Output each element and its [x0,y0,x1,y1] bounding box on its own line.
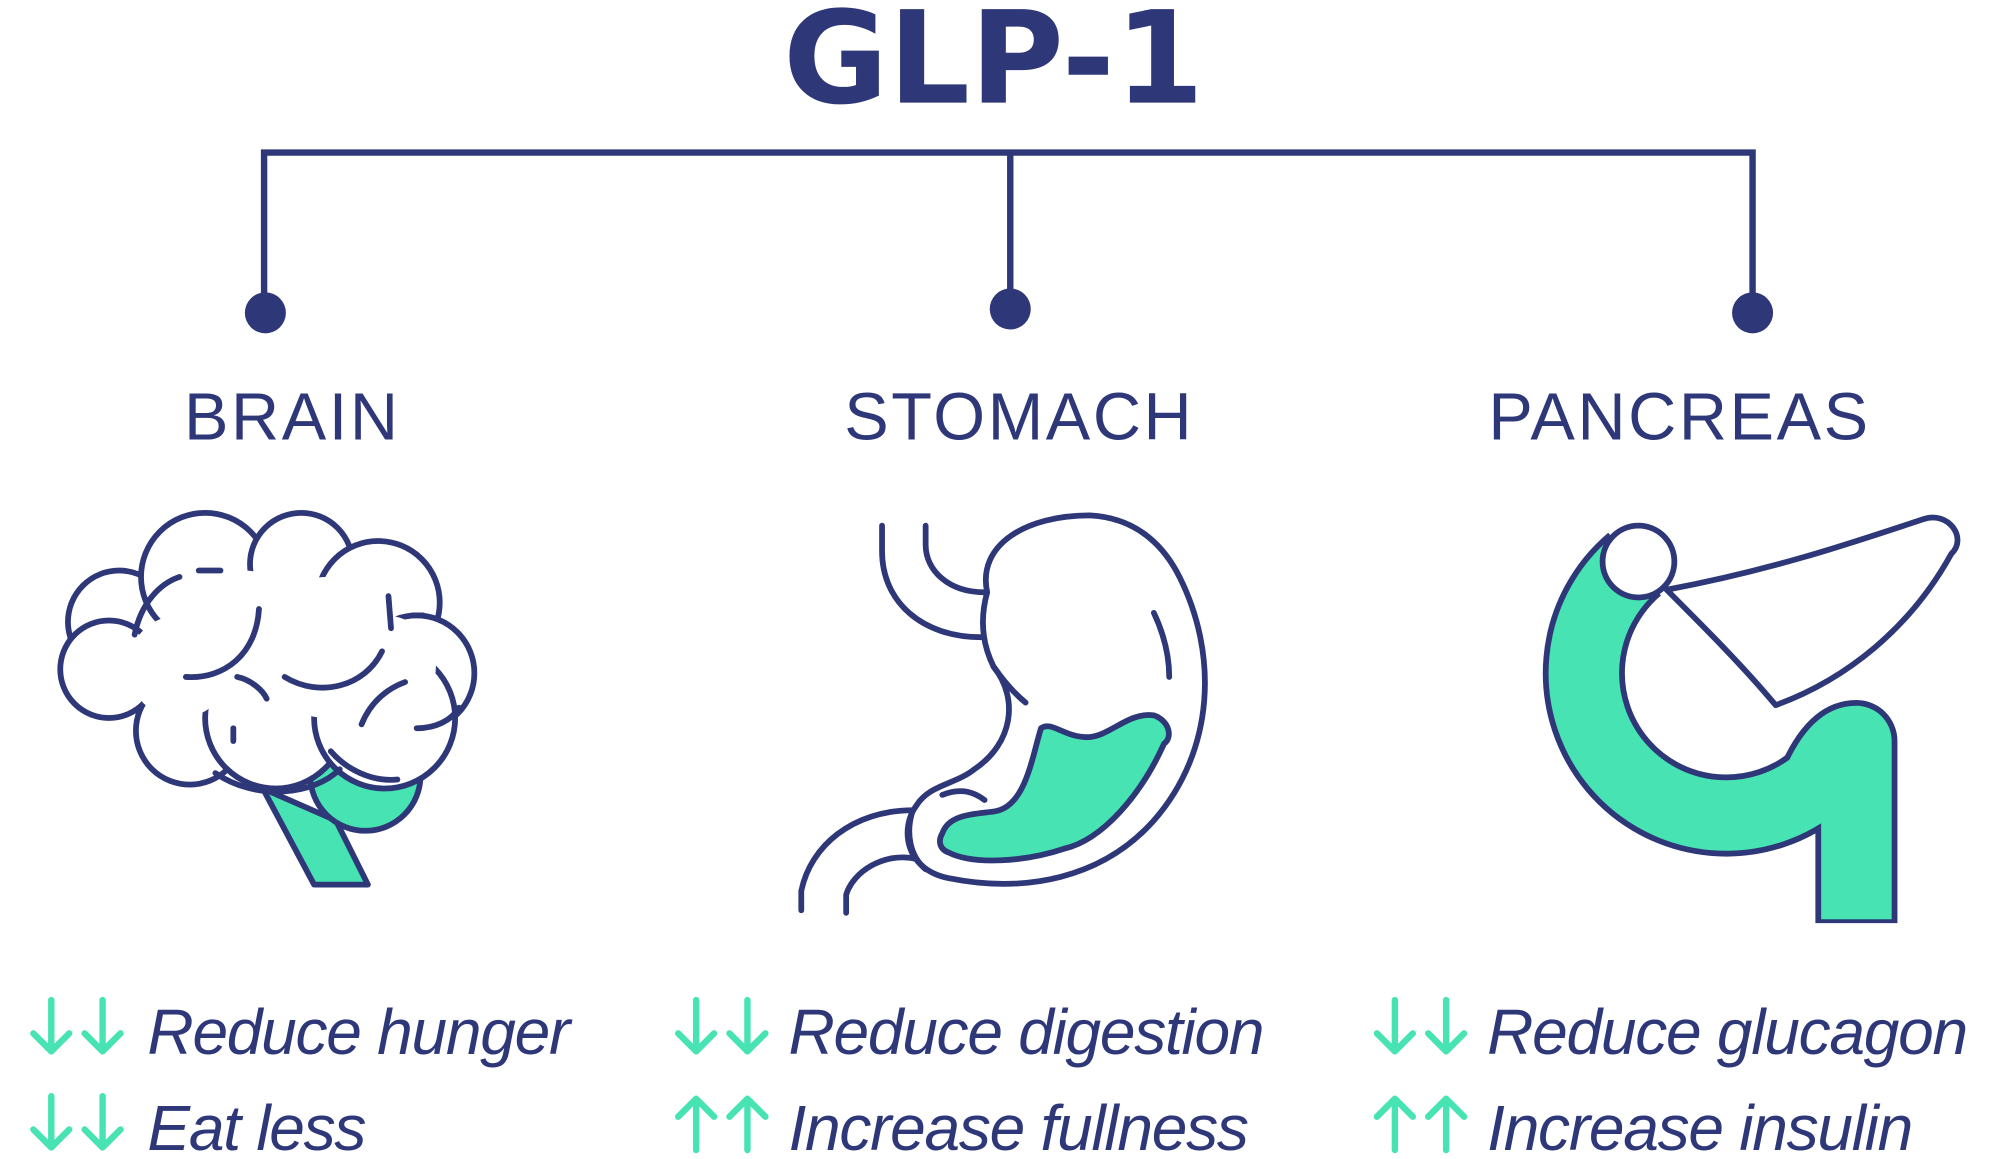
arrow-down-icon [1377,1000,1464,1051]
connector-bracket [244,149,1774,334]
stomach-icon [798,512,1208,916]
effects-pancreas: Reduce glucagon Increase insulin [1377,996,1968,1159]
effect-text: Reduce hunger [147,996,573,1068]
arrow-up-icon [678,1099,765,1150]
arrow-down-icon [33,1000,120,1051]
connector-dot-brain [244,292,286,334]
effect-text: Reduce glucagon [1487,996,1967,1068]
arrow-down-icon [33,1096,120,1147]
connector-dot-pancreas [1732,292,1774,334]
arrow-down-icon [678,1000,765,1051]
brain-icon [57,509,478,888]
effects-brain: Reduce hunger Eat less [33,996,574,1159]
effect-text: Increase insulin [1487,1092,1912,1159]
effects-stomach: Reduce digestion Increase fullness [678,996,1265,1159]
organ-label-pancreas: PANCREAS [1488,381,1870,455]
effect-text: Eat less [147,1092,365,1159]
arrow-up-icon [1377,1099,1464,1150]
effect-text: Reduce digestion [788,996,1263,1068]
connector-dot-stomach [989,288,1031,330]
pancreas-icon [1542,514,1961,924]
effect-text: Increase fullness [788,1092,1247,1159]
organ-label-brain: BRAIN [184,381,401,455]
page-title: GLP-1 [783,0,1204,134]
organ-label-stomach: STOMACH [844,381,1194,455]
